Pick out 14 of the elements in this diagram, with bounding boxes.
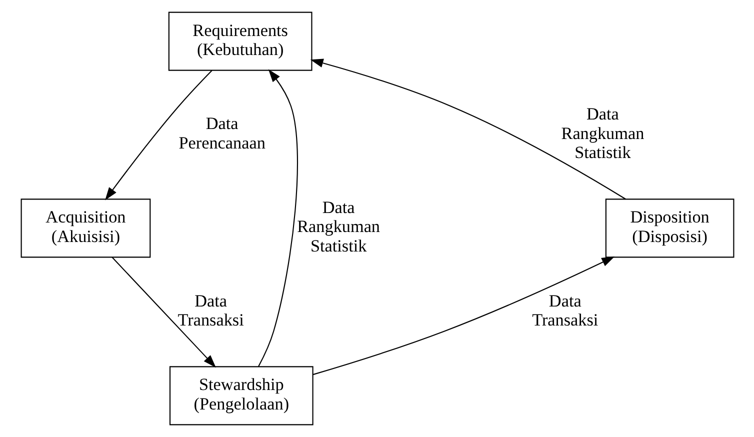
node-box: Disposition (Disposisi)	[604, 198, 734, 258]
edge-label: Data Perencanaan	[178, 114, 265, 152]
arrow	[104, 70, 212, 200]
edge-label: Data Rangkuman Statistik	[560, 104, 644, 162]
arrow	[312, 256, 614, 376]
node-box: Acquisition (Akuisisi)	[20, 198, 150, 258]
node-box: Stewardship (Pengelolaan)	[168, 366, 313, 426]
edge-label: Data Transaksi	[177, 291, 244, 330]
arrow	[111, 256, 216, 368]
arrow	[310, 58, 626, 200]
edge-label: Data Transaksi	[532, 291, 598, 330]
arrow	[258, 69, 298, 367]
node-box: Requirements (Kebutuhan)	[168, 12, 312, 71]
edge-label: Data Rangkuman Statistik	[296, 198, 380, 256]
